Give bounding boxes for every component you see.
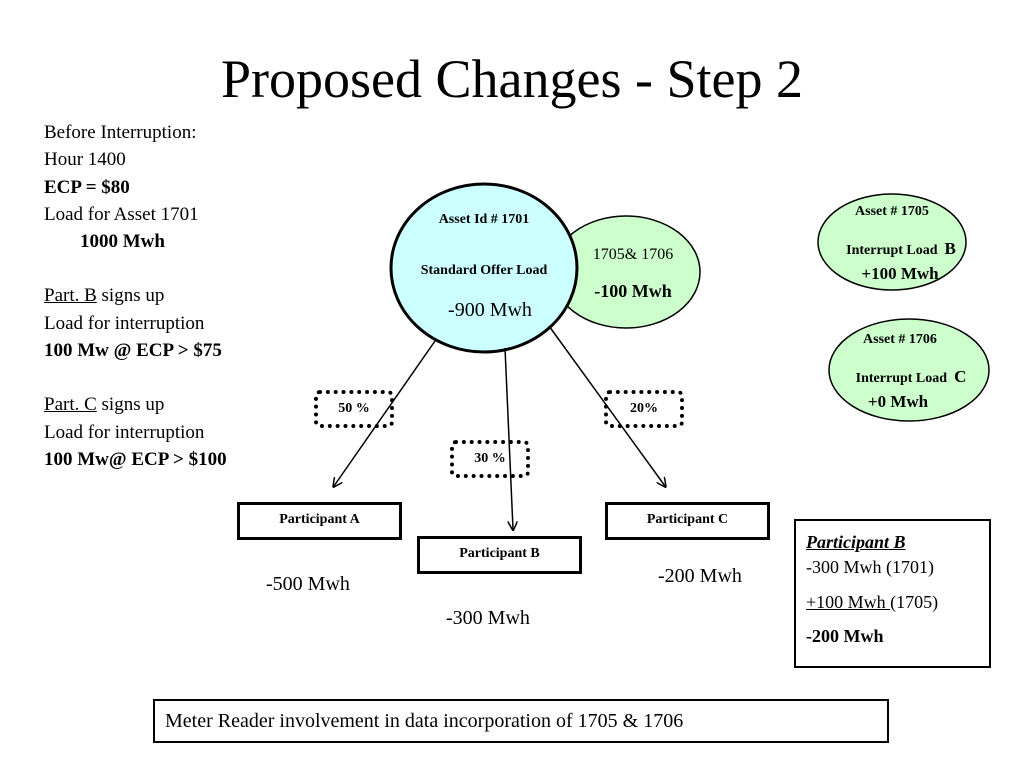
hour-text: Hour 1400 — [44, 149, 126, 171]
asset-1706-ellipse — [828, 318, 990, 422]
partb-load-text: Load for interruption — [44, 312, 205, 334]
partc-signup-text: signs up — [96, 394, 165, 416]
asset-1705-ellipse — [817, 193, 967, 291]
asset-1705-letter: B — [944, 239, 956, 258]
load-amount-text: 1000 Mwh — [80, 231, 165, 253]
summary-plus-value: +100 Mwh — [806, 592, 891, 612]
asset-1706-value: +0 Mwh — [867, 392, 929, 411]
asset-1706-label-row: Interrupt Load C — [836, 367, 986, 387]
partc-condition: 100 Mw@ ECP > $100 — [44, 448, 227, 470]
summary-line-1701: -300 Mwh (1701) — [806, 557, 934, 577]
summary-title: Participant B — [806, 532, 906, 552]
asset-1701-label: Standard Offer Load — [420, 263, 548, 278]
asset-1701-value: -900 Mwh — [448, 299, 532, 321]
participant-a-value: -500 Mwh — [266, 573, 350, 595]
participant-b-summary: Participant B -300 Mwh (1701) +100 Mwh (… — [794, 519, 991, 668]
participant-c-value: -200 Mwh — [658, 565, 742, 587]
footer-note: Meter Reader involvement in data incorpo… — [153, 699, 889, 743]
asset-1705-label-row: Interrupt Load B — [826, 239, 976, 259]
partc-signup: Part. C signs up — [44, 391, 227, 418]
asset-1706-id: Asset # 1706 — [863, 332, 937, 347]
partb-signup: Part. B signs up — [44, 282, 227, 309]
share-a-box: 50 % — [314, 390, 394, 428]
combined-asset-value: -100 Mwh — [594, 281, 672, 301]
page-title: Proposed Changes - Step 2 — [221, 49, 803, 109]
partc-load-text: Load for interruption — [44, 421, 205, 443]
summary-total: -200 Mwh — [806, 626, 884, 646]
load-asset-text: Load for Asset 1701 — [44, 203, 199, 225]
participant-a-box: Participant A — [237, 502, 402, 540]
partb-condition: 100 Mw @ ECP > $75 — [44, 340, 222, 362]
summary-line-1705: +100 Mwh (1705) — [806, 585, 989, 619]
partb-label: Part. B — [44, 285, 97, 307]
partc-label: Part. C — [44, 394, 97, 416]
asset-1701-ellipse — [389, 182, 579, 354]
asset-1701-id: Asset Id # 1701 — [438, 212, 530, 227]
share-b-box: 30 % — [450, 440, 530, 478]
asset-1705-label: Interrupt Load — [846, 243, 938, 258]
arrow-to-participant-a — [334, 340, 436, 486]
participant-b-value: -300 Mwh — [446, 607, 530, 629]
asset-1706-letter: C — [954, 367, 967, 386]
participant-c-box: Participant C — [605, 502, 770, 540]
combined-asset-label: 1705& 1706 — [592, 246, 674, 263]
participant-b-box: Participant B — [417, 536, 582, 574]
share-c-box: 20% — [604, 390, 684, 428]
before-heading: Before Interruption: — [44, 122, 197, 143]
asset-1705-value: +100 Mwh — [861, 264, 939, 283]
summary-plus-asset: (1705) — [890, 592, 939, 612]
asset-1705-id: Asset # 1705 — [855, 204, 929, 219]
partb-signup-text: signs up — [96, 285, 165, 307]
left-info-panel: Before Interruption: Hour 1400 ECP = $80… — [44, 119, 227, 473]
ecp-text: ECP = $80 — [44, 176, 130, 198]
arrow-to-participant-b — [504, 347, 513, 529]
asset-1706-label: Interrupt Load — [855, 371, 948, 386]
